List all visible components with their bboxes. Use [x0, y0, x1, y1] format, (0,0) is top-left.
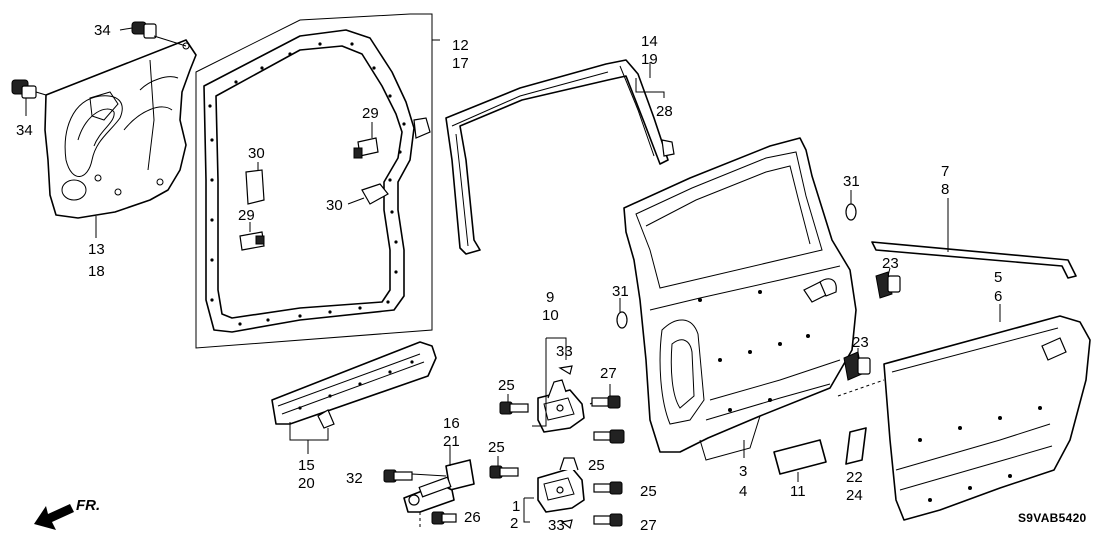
label-31a: 31	[843, 173, 860, 190]
part-clip-28	[661, 139, 675, 157]
label-27a: 27	[600, 365, 617, 382]
part-clip-30-left	[245, 162, 265, 205]
label-14: 14	[641, 33, 658, 50]
label-31b: 31	[612, 283, 629, 300]
front-direction-label: FR.	[76, 497, 100, 514]
label-2: 2	[510, 515, 518, 532]
part-sticker-22	[845, 427, 867, 465]
dashed-guide	[837, 379, 885, 397]
part-bolt-32	[383, 469, 413, 483]
weatherstrip-dots	[208, 42, 406, 326]
label-10: 10	[542, 307, 559, 324]
label-15: 15	[298, 457, 315, 474]
part-bolt-26	[431, 511, 457, 525]
part-bolt-27-lower	[593, 513, 623, 527]
label-23b: 23	[852, 334, 869, 351]
part-clip-30-right	[347, 183, 389, 205]
label-29b: 29	[238, 207, 255, 224]
part-weatherstrip-frame	[195, 13, 433, 349]
label-23a: 23	[882, 255, 899, 272]
label-17: 17	[452, 55, 469, 72]
front-direction-arrow: FR.	[34, 497, 100, 530]
label-28: 28	[656, 103, 673, 120]
label-34b: 34	[16, 122, 33, 139]
label-25c: 25	[588, 457, 605, 474]
part-bolt-27-upper	[591, 384, 621, 409]
label-25d: 25	[640, 483, 657, 500]
part-plug-31-upper	[845, 203, 857, 221]
label-34a: 34	[94, 22, 111, 39]
label-27b: 27	[640, 517, 657, 534]
part-bolt-25-upper	[499, 394, 529, 415]
label-20: 20	[298, 475, 315, 492]
part-bolt-25-lower-right	[593, 481, 623, 495]
label-33b: 33	[548, 517, 565, 534]
label-9: 9	[546, 289, 554, 306]
label-26: 26	[464, 509, 481, 526]
part-sill-garnish	[271, 341, 437, 425]
part-door-checker	[403, 446, 475, 528]
part-bolt-lower-hinge-top	[593, 429, 625, 444]
leader-14	[635, 62, 665, 98]
label-30b: 30	[326, 197, 343, 214]
part-outer-molding	[871, 198, 1077, 279]
diagram-code: S9VAB5420	[1018, 511, 1087, 525]
label-19: 19	[641, 51, 658, 68]
part-rear-door-panel	[623, 137, 857, 461]
part-clip-34-top	[119, 21, 187, 47]
label-13: 13	[88, 241, 105, 258]
label-25b: 25	[488, 439, 505, 456]
part-clip-34-left	[11, 79, 47, 116]
label-30a: 30	[248, 145, 265, 162]
part-plug-31-lower	[616, 311, 628, 329]
label-24: 24	[846, 487, 863, 504]
part-clip-33-lower	[560, 519, 573, 530]
part-lower-hinge	[523, 457, 585, 523]
part-clip-garnish	[317, 409, 335, 429]
part-stopper-23-upper	[875, 267, 901, 299]
label-33a: 33	[556, 343, 573, 360]
label-1: 1	[512, 498, 520, 515]
label-4: 4	[739, 483, 747, 500]
label-22: 22	[846, 469, 863, 486]
part-clip-29-lower	[239, 222, 265, 251]
part-rear-door-skin	[883, 315, 1091, 521]
label-8: 8	[941, 181, 949, 198]
label-21: 21	[443, 433, 460, 450]
part-clip-33-upper	[558, 365, 573, 375]
label-25a: 25	[498, 377, 515, 394]
label-12: 12	[452, 37, 469, 54]
label-6: 6	[994, 288, 1002, 305]
leader-15	[289, 422, 329, 454]
part-bolt-25-lower-left	[489, 456, 519, 479]
part-upper-hinge	[532, 337, 599, 433]
part-clip-29-upper	[353, 122, 379, 159]
label-5: 5	[994, 269, 1002, 286]
part-plate-11	[773, 439, 827, 475]
part-sash-channel	[445, 59, 669, 255]
label-16: 16	[443, 415, 460, 432]
part-stopper-23-lower	[843, 348, 871, 381]
label-29a: 29	[362, 105, 379, 122]
label-32: 32	[346, 470, 363, 487]
label-18: 18	[88, 263, 105, 280]
label-3: 3	[739, 463, 747, 480]
label-11: 11	[790, 483, 806, 500]
callout-labels: 34 34 13 18 12 17 29 29 30 30 14 19 28 3…	[16, 22, 1002, 534]
part-door-hole-seal	[44, 39, 197, 219]
label-7: 7	[941, 163, 949, 180]
